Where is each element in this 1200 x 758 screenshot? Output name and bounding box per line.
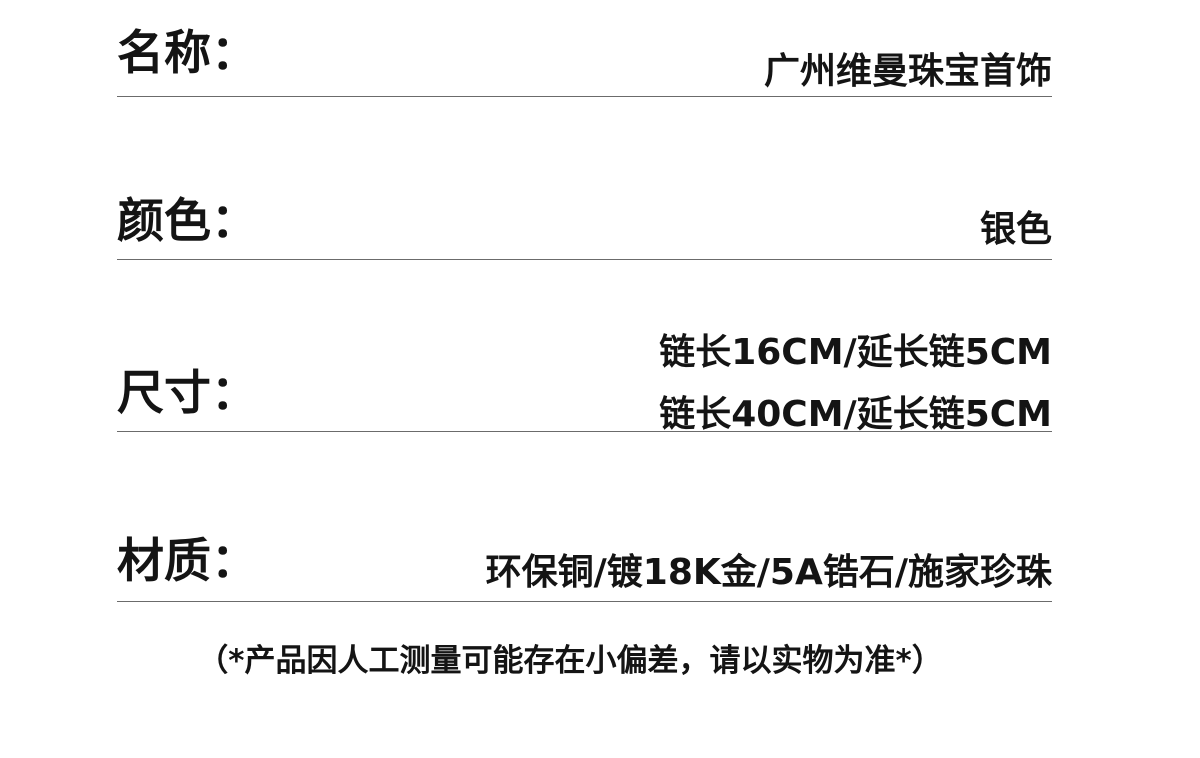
spec-label-name: 名称： <box>117 26 258 81</box>
measurement-disclaimer: （*产品因人工测量可能存在小偏差，请以实物为准*） <box>197 643 943 679</box>
spec-label-material: 材质： <box>117 534 258 589</box>
spec-value-size: 链长16CM/延长链5CM 链长40CM/延长链5CM <box>659 322 1052 446</box>
spec-value-material: 环保铜/镀18K金/5A锆石/施家珍珠 <box>485 552 1052 593</box>
spec-label-color: 颜色： <box>117 194 258 249</box>
spec-value-name: 广州维曼珠宝首饰 <box>763 51 1052 92</box>
spec-value-color: 银色 <box>979 209 1052 250</box>
spec-value-size-line-2: 链长40CM/延长链5CM <box>659 394 1052 435</box>
spec-row-material: 材质： 环保铜/镀18K金/5A锆石/施家珍珠 <box>117 530 1052 602</box>
spec-row-color: 颜色： 银色 <box>117 190 1052 260</box>
spec-row-size: 尺寸： 链长16CM/延长链5CM 链长40CM/延长链5CM <box>117 310 1052 435</box>
spec-label-size: 尺寸： <box>117 366 258 421</box>
spec-value-size-line-1: 链长16CM/延长链5CM <box>659 332 1052 373</box>
spec-row-name: 名称： 广州维曼珠宝首饰 <box>117 20 1052 97</box>
